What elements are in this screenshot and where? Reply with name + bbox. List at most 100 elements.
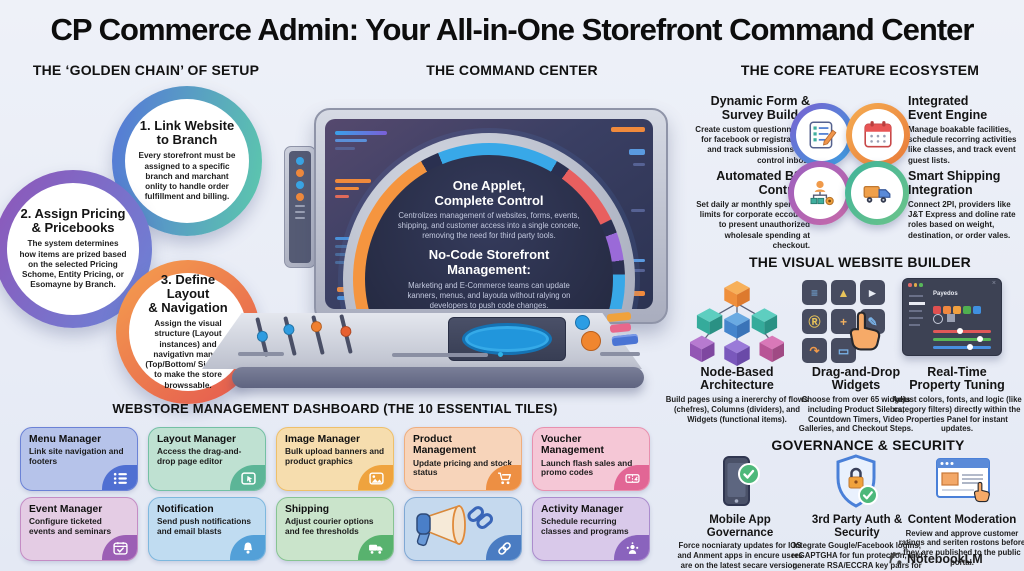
governance-title: Mobile App Governance <box>706 514 774 539</box>
window-dot <box>908 283 912 287</box>
truck-icon <box>358 535 393 560</box>
slider-knob <box>977 336 983 343</box>
tile-title: Shipping <box>285 504 330 515</box>
console-slot <box>392 353 488 357</box>
feature-desc: Manage boakable facilities, schedule rec… <box>908 125 1017 165</box>
panel-label: Payedos <box>933 291 958 297</box>
tile-desc: Send push notifications and email blasts <box>157 516 252 537</box>
hand-cursor-icon <box>849 311 881 351</box>
console-key-pink <box>609 322 632 334</box>
governance-item-auth: 3rd Party Auth & Security Integrate Goug… <box>788 514 926 571</box>
console-slot <box>238 352 284 356</box>
tile-title: Voucher Management <box>541 434 604 457</box>
tile-desc: Bulk upload banners and product graphics <box>285 446 385 467</box>
step-desc: Assign the visual structure (Layout inst… <box>145 319 231 390</box>
tile-title: Image Manager <box>285 434 360 445</box>
deco-bar <box>295 217 305 219</box>
step-title: 2. Assign Pricing & Pricebooks <box>20 206 126 236</box>
step-title: 1. Link Website to Branch <box>139 118 235 148</box>
feature-shipping-integration: Smart Shipping Integration Connect 2PI, … <box>908 169 1022 241</box>
tile-desc: Launch flash sales and promo codes <box>541 457 633 478</box>
governance-desc: Force nocniaraty updates for IOS and Anm… <box>677 541 803 570</box>
feature-circle <box>790 103 854 167</box>
tile-layout-manager: Layout Manager Access the drag-and-drop … <box>148 427 266 491</box>
builder-title: Drag-and-Drop Widgets <box>811 365 901 393</box>
color-swatch <box>943 306 951 314</box>
tile-title: Event Manager <box>29 504 103 515</box>
website-builder-heading: THE VISUAL WEBSITE BUILDER <box>749 254 971 270</box>
slider-blue <box>933 344 991 351</box>
brand-logo: NotebookLM <box>888 551 983 566</box>
monitor-screen: One Applet, Complete Control Centrolizes… <box>325 119 653 309</box>
builder-item-property-tuning: Real-Time Property Tuning Adjust colors,… <box>892 365 1022 434</box>
widget-cell: ▲ <box>831 280 856 305</box>
window-dot <box>913 283 917 287</box>
tile-title: Product Management <box>413 434 476 457</box>
governance-desc: Review and approve customer ratings and … <box>898 528 1024 567</box>
builder-item-drag-drop: Drag-and-Drop Widgets Choose from over 6… <box>790 365 922 434</box>
tile-image-manager: Image Manager Bulk upload banners and pr… <box>276 427 394 491</box>
panel-menu-bar <box>909 295 923 297</box>
dashboard-heading: WEBSTORE MANAGEMENT DASHBOARD (THE 10 ES… <box>112 401 558 416</box>
console-base <box>232 367 644 388</box>
feature-title: Dynamic Form & Survey Builder <box>710 94 810 122</box>
builder-desc: Adjust colors, fonts, and logic (like ca… <box>892 395 1022 434</box>
shield-lock-icon <box>836 454 878 508</box>
tile-marketing-links <box>404 497 522 561</box>
panel-menu-bar <box>909 310 922 312</box>
slider-knob <box>957 328 963 335</box>
screen-deco-bar <box>633 163 645 166</box>
page-title: CP Commerce Admin: Your All-in-One Store… <box>50 12 975 47</box>
side-panel-strip <box>289 151 311 263</box>
builder-item-node-based: Node-Based Architecture Build pages usin… <box>664 365 810 424</box>
touchpad-oval <box>462 323 552 355</box>
indicator-dot <box>296 193 304 201</box>
screen-deco-bar <box>629 149 645 155</box>
feature-circle <box>788 161 852 225</box>
shape-circle <box>933 314 943 324</box>
widget-cell: ↷ <box>802 338 827 363</box>
tile-activity-manager: Activity Manager Schedule recurring clas… <box>532 497 650 561</box>
governance-item-mobile: Mobile App Governance Force nocniaraty u… <box>676 514 804 570</box>
screen-deco-bar <box>629 259 645 262</box>
console-slot <box>600 352 640 356</box>
feature-circle <box>846 103 910 167</box>
notebooklm-icon <box>889 552 902 565</box>
widget-cell: ► <box>860 280 885 305</box>
console-side-panel <box>284 146 316 268</box>
governance-item-moderation: Content Moderation Review and approve cu… <box>898 514 1024 567</box>
tile-title: Layout Manager <box>157 434 236 445</box>
feature-desc: Connect 2PI, providers like J&T Express … <box>908 200 1016 240</box>
console-deck <box>202 313 642 369</box>
slider-red <box>933 328 991 335</box>
feature-event-engine: Integrated Event Engine Manage boakable … <box>908 94 1022 166</box>
checklist-icon <box>796 109 848 161</box>
builder-title: Real-Time Property Tuning <box>909 365 1005 393</box>
color-swatch <box>953 306 961 314</box>
properties-panel-illustration: × Payedos <box>902 278 1002 356</box>
tile-event-manager: Event Manager Configure ticketed events … <box>20 497 138 561</box>
indicator-dot <box>296 157 304 165</box>
dial-core: One Applet, Complete Control Centrolizes… <box>365 155 613 309</box>
governance-title: 3rd Party Auth & Security <box>811 514 903 539</box>
window-dot <box>919 283 923 287</box>
slider-knob <box>967 344 973 351</box>
governance-heading: GOVERNANCE & SECURITY <box>771 437 965 453</box>
golden-chain-heading: THE ‘GOLDEN CHAIN’ OF SETUP <box>32 62 260 78</box>
panel-menu-bar <box>909 324 920 326</box>
tile-title: Menu Manager <box>29 434 102 445</box>
close-icon: × <box>991 280 996 287</box>
tile-title: Notification <box>157 504 214 515</box>
panel-desc: Centrolizes management of websites, form… <box>397 211 581 241</box>
phone-check-icon <box>723 456 760 506</box>
slider-green <box>933 336 991 343</box>
bell-icon <box>230 535 265 560</box>
governance-title: Content Moderation <box>907 514 1017 526</box>
color-swatches <box>933 301 983 319</box>
color-swatch <box>973 306 981 314</box>
ecosystem-heading: THE CORE FEATURE ECOSYSTEM <box>740 62 980 78</box>
tile-desc: Access the drag-and-drop page editor <box>157 446 242 467</box>
command-dial: One Applet, Complete Control Centrolizes… <box>343 133 635 309</box>
deco-bar <box>295 211 305 213</box>
